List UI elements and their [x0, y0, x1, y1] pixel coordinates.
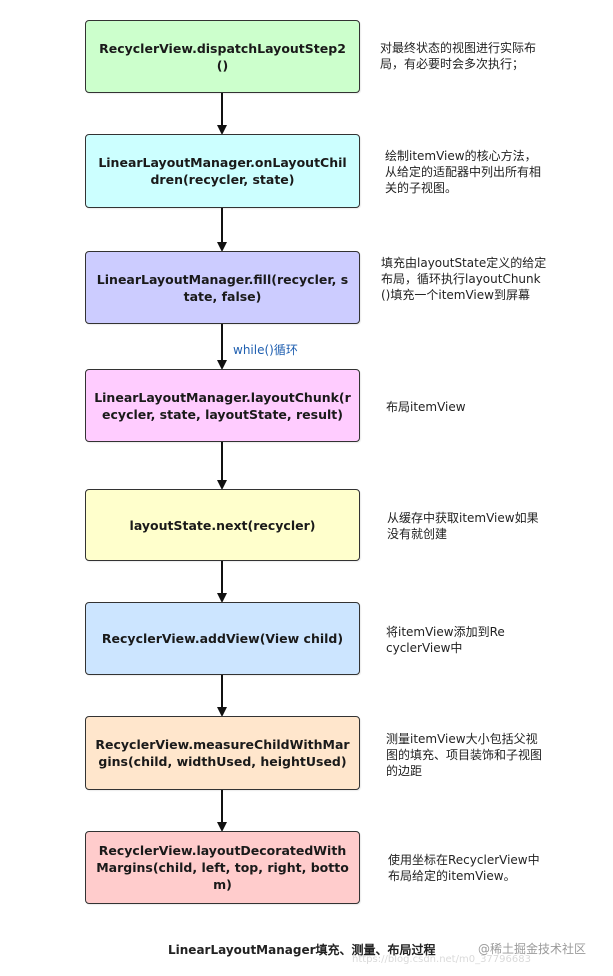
- watermark-url: https://blog.csdn.net/m0_37796683: [352, 954, 531, 965]
- step-add-view: RecyclerView.addView(View child): [85, 602, 360, 675]
- step-fill: LinearLayoutManager.fill(recycler, state…: [85, 251, 360, 324]
- step-measure-child-with-margins: RecyclerView.measureChildWithMargins(chi…: [85, 716, 360, 790]
- note-add-view: 将itemView添加到RecyclerView中: [386, 625, 505, 655]
- step-on-layout-children: LinearLayoutManager.onLayoutChildren(rec…: [85, 134, 360, 208]
- step-layout-chunk: LinearLayoutManager.layoutChunk(recycler…: [85, 369, 360, 442]
- note-layout-decorated-with-margins: 使用坐标在RecyclerView中布局给定的itemView。: [388, 853, 540, 883]
- note-measure-child-with-margins: 测量itemView大小包括父视图的填充、项目装饰和子视图的边距: [386, 732, 543, 778]
- while-loop-label: while()循环: [233, 343, 298, 357]
- note-on-layout-children: 绘制itemView的核心方法，从给定的适配器中列出所有相关的子视图。: [385, 149, 542, 195]
- step-layout-decorated-with-margins: RecyclerView.layoutDecoratedWithMargins(…: [85, 831, 360, 904]
- note-layout-chunk: 布局itemView: [386, 400, 466, 414]
- step-layout-state-next: layoutState.next(recycler): [85, 489, 360, 561]
- step-dispatch-layout-step2: RecyclerView.dispatchLayoutStep2(): [85, 20, 360, 93]
- note-fill: 填充由layoutState定义的给定布局，循环执行layoutChunk()填…: [381, 256, 547, 302]
- diagram-caption: LinearLayoutManager填充、测量、布局过程: [168, 943, 436, 957]
- watermark: @稀土掘金技术社区: [478, 942, 587, 956]
- note-layout-state-next: 从缓存中获取itemView如果没有就创建: [387, 511, 539, 541]
- note-dispatch-layout-step2: 对最终状态的视图进行实际布局，有必要时会多次执行；: [380, 41, 537, 71]
